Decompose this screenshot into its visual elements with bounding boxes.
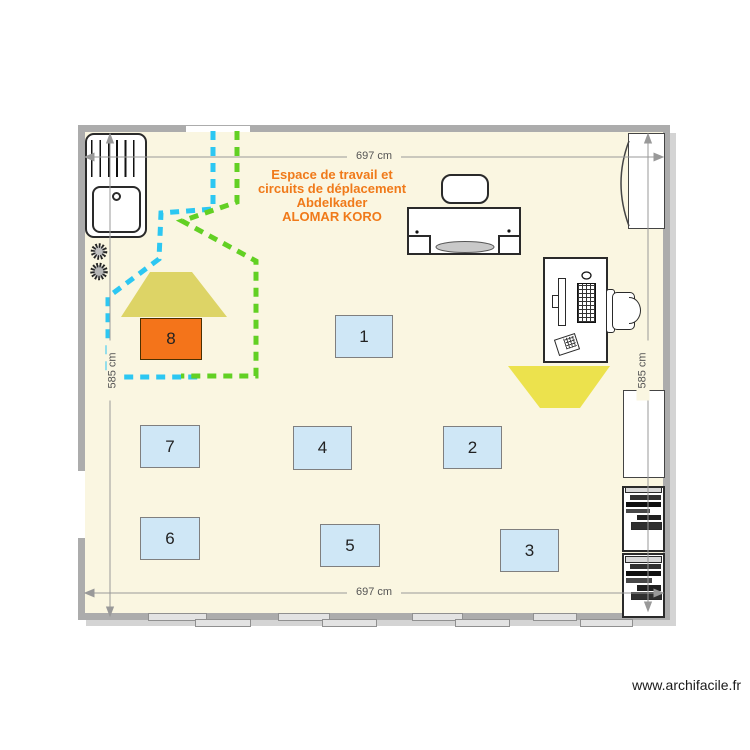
shelf-book-bar [626,488,661,492]
top-wall-window [186,126,250,132]
shelf-book-bar [632,523,661,529]
table-1: 1 [335,315,393,358]
sliding-window-panel [278,613,330,621]
shelf-book-bar [630,495,661,500]
table-number: 6 [165,528,175,548]
cupboard [623,390,665,478]
sliding-window-panel [455,619,510,627]
sliding-window-panel [195,619,251,627]
sliding-window-panel [148,613,207,621]
sliding-window-panel [580,619,633,627]
dimension-label-top: 697 cm [347,150,401,163]
workspace-annotation: Espace de travail et circuits de déplace… [256,168,408,224]
keyboard-icon [577,283,596,323]
shelf-book-bar [632,593,661,599]
sliding-window-panel [412,613,463,621]
table-7: 7 [140,425,200,468]
monitor-icon [558,278,566,326]
dimension-label-bottom: 697 cm [347,586,401,599]
table-2: 2 [443,426,502,469]
teacher-desk-right-pedestal [498,235,521,255]
table-number: 2 [467,437,478,457]
sliding-window-panel [533,613,577,621]
table-number: 4 [317,438,328,457]
teacher-desk-left-pedestal [407,235,431,255]
table-6: 6 [140,517,200,560]
table-4: 4 [293,426,352,470]
sink-drain-hole [112,192,121,201]
dimension-label-left: 585 cm [106,340,120,401]
table-3: 3 [500,529,559,572]
shelf-book-bar [630,564,661,569]
table-number: 8 [166,329,176,348]
table-number: 1 [359,326,369,346]
table-number: 7 [165,436,175,456]
shelf-book-bar [626,571,661,576]
shelf-book-bar [626,502,661,507]
table-5: 5 [320,524,380,567]
shelf-book-bar [626,557,661,562]
table-8: 8 [140,318,202,360]
dimension-label-right: 585 cm [636,340,650,401]
annotation-line: ALOMAR KORO [282,209,382,224]
annotation-line: Abdelkader [296,195,368,210]
table-number: 3 [524,540,535,560]
archifacile-watermark: www.archifacile.fr [632,677,741,693]
left-wall-window [78,471,85,538]
sliding-window-panel [322,619,377,627]
shelf-book-bar [637,585,661,591]
shelf-book-bar [626,578,652,583]
sink-drainer-lines [91,140,141,177]
teacher-chair [441,174,489,204]
annotation-line: Espace de travail et [271,167,393,182]
monitor-stand-icon [552,295,559,308]
shelf-book-bar [637,515,661,520]
door-leaf [628,133,665,229]
annotation-line: circuits de déplacement [257,181,407,196]
table-number: 5 [345,535,355,555]
shelf-book-bar [626,509,650,513]
computer-desk [543,257,608,363]
phone-keypad-icon [563,335,577,350]
